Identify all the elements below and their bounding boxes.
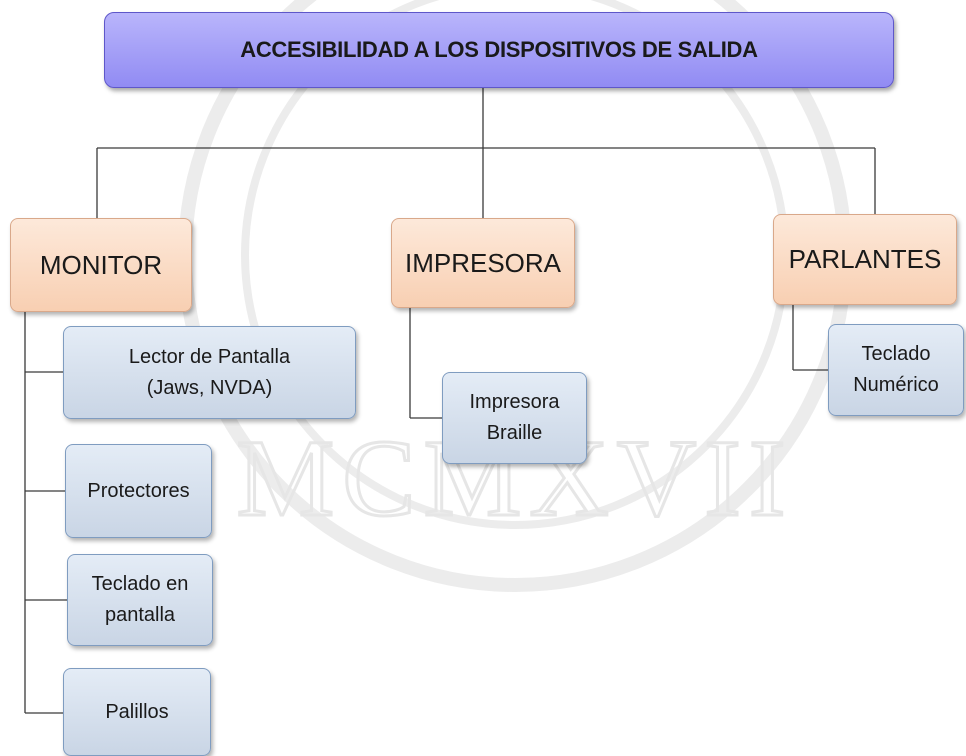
category-monitor: MONITOR [10, 218, 192, 312]
item-line: Teclado [861, 343, 931, 365]
item-line: Protectores [87, 479, 190, 502]
item-line: Palillos [105, 700, 169, 723]
item-protectores: Protectores [65, 444, 212, 538]
root-title: ACCESIBILIDAD A LOS DISPOSITIVOS DE SALI… [240, 36, 758, 62]
item-line: Teclado en [91, 573, 189, 595]
item-impresora-braille: Impresora Braille [442, 372, 587, 464]
item-line: (Jaws, NVDA) [146, 376, 273, 399]
item-line: Numérico [853, 374, 939, 396]
item-teclado-en-pantalla: Teclado en pantalla [67, 554, 213, 646]
item-palillos: Palillos [63, 668, 211, 756]
category-parlantes-label: PARLANTES [788, 244, 942, 275]
category-impresora-label: IMPRESORA [404, 247, 562, 278]
category-parlantes: PARLANTES [773, 214, 957, 305]
item-line: Lector de Pantalla [128, 345, 291, 368]
item-lector-de-pantalla: Lector de Pantalla (Jaws, NVDA) [63, 326, 356, 419]
item-line: Impresora [469, 391, 560, 413]
item-teclado-numerico: Teclado Numérico [828, 324, 964, 416]
category-impresora: IMPRESORA [391, 218, 575, 308]
category-monitor-label: MONITOR [39, 249, 163, 280]
root-node: ACCESIBILIDAD A LOS DISPOSITIVOS DE SALI… [104, 12, 894, 88]
item-line: pantalla [104, 604, 176, 626]
item-line: Braille [486, 422, 543, 444]
